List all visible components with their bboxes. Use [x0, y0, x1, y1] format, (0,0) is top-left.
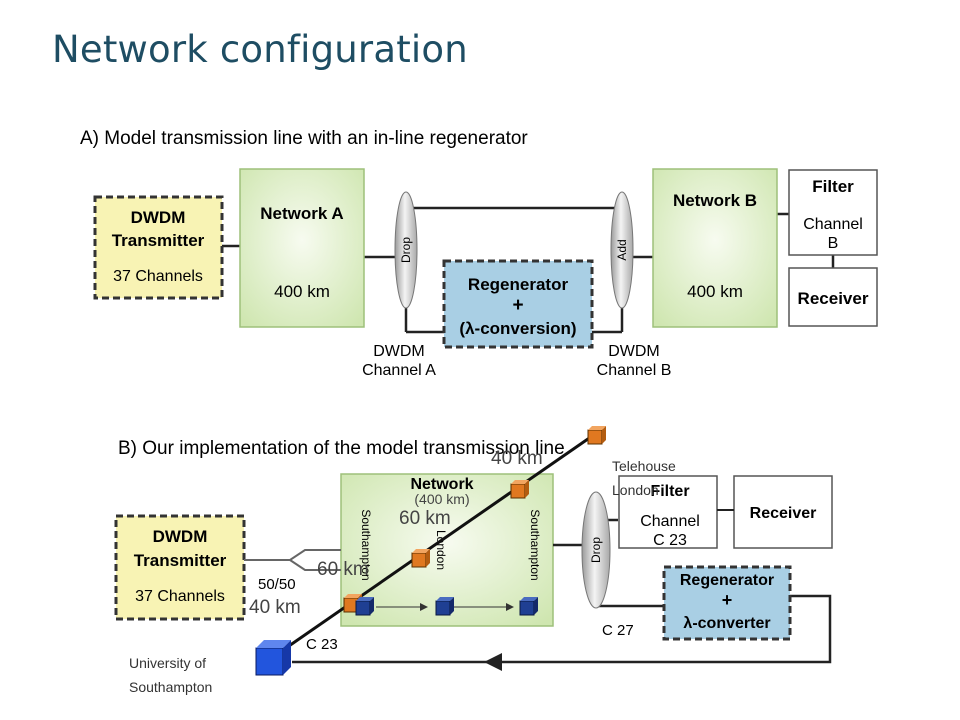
- university-line1: University of: [129, 655, 206, 671]
- part-b-receiver-label: Receiver: [750, 505, 817, 522]
- part-b-network-distance: (400 km): [414, 491, 469, 507]
- distance-40km-bottom: 40 km: [249, 597, 301, 618]
- part-b-filter-line2: Channel: [640, 513, 700, 530]
- part-b-heading: B) Our implementation of the model trans…: [118, 438, 565, 459]
- channel-a-line1: DWDM: [373, 343, 425, 360]
- nodes: [255, 426, 606, 676]
- part-b-regenerator-line2: +: [722, 590, 733, 610]
- part-a-filter-line2: Channel: [803, 216, 863, 233]
- part-b-filter-line1: Filter: [650, 483, 689, 500]
- part-a-regenerator-line1: Regenerator: [468, 275, 569, 294]
- part-b-network-name: Network: [410, 476, 473, 493]
- splitter-lines: [244, 549, 341, 571]
- channel-a-line2: Channel A: [362, 362, 436, 379]
- part-b-regenerator-line3: λ-converter: [683, 615, 770, 632]
- part-a-transmitter-line3: 37 Channels: [113, 268, 203, 285]
- part-a-transmitter-line1: DWDM: [131, 208, 186, 227]
- part-a-regenerator-line3: (λ-conversion): [459, 319, 576, 338]
- splitter-label: 50/50: [258, 576, 296, 593]
- channel-b-line2: Channel B: [597, 362, 672, 379]
- network-a-box: Network A 400 km: [239, 168, 365, 328]
- part-a-filter-line1: Filter: [812, 177, 854, 196]
- c23-label: C 23: [306, 636, 338, 653]
- part-a-add-label: Add: [615, 239, 629, 260]
- university-line2: Southampton: [129, 679, 212, 695]
- part-a-drop-coupler: Drop: [394, 191, 418, 309]
- distance-60km-low: 60 km: [317, 559, 369, 580]
- page-title: Network configuration: [52, 28, 468, 71]
- network-b-distance: 400 km: [687, 282, 743, 301]
- part-b-filter: Filter Channel C 23: [618, 475, 718, 549]
- node-orange-upper: [510, 480, 529, 499]
- distance-60km-mid: 60 km: [399, 508, 451, 529]
- part-b-drop-label: Drop: [589, 537, 603, 563]
- part-b-receiver: Receiver: [733, 475, 833, 549]
- node-navy-left: [355, 597, 374, 616]
- part-b-transmitter-line2: Transmitter: [134, 551, 227, 570]
- part-a-drop-label: Drop: [399, 237, 413, 263]
- distance-40km-top: 40 km: [491, 448, 543, 469]
- network-a-name: Network A: [260, 204, 343, 223]
- part-b-regenerator: Regenerator + λ-converter: [662, 565, 792, 641]
- part-b-regenerator-line1: Regenerator: [680, 572, 774, 589]
- part-a-add-coupler: Add: [610, 191, 634, 309]
- part-a-regenerator: Regenerator + (λ-conversion): [442, 259, 594, 349]
- part-b-transmitter: DWDM Transmitter 37 Channels: [114, 514, 246, 621]
- part-a-filter: Filter Channel B: [788, 169, 878, 256]
- part-a-receiver: Receiver: [788, 267, 878, 327]
- part-b-transmitter-line3: 37 Channels: [135, 588, 225, 605]
- part-a-heading: A) Model transmission line with an in-li…: [80, 128, 528, 149]
- channel-b-line1: DWDM: [608, 343, 660, 360]
- telehouse-line1: Telehouse: [612, 458, 676, 474]
- network-b-name: Network B: [673, 191, 757, 210]
- fiber-diagonal: [285, 430, 599, 650]
- network-a-distance: 400 km: [274, 282, 330, 301]
- part-b-filter-line3: C 23: [653, 532, 687, 549]
- southampton-right-label: Southampton: [528, 509, 542, 580]
- part-a-transmitter: DWDM Transmitter 37 Channels: [93, 195, 224, 300]
- part-a-regenerator-line2: +: [512, 295, 523, 316]
- part-b-transmitter-line1: DWDM: [153, 527, 208, 546]
- node-navy-middle: [435, 597, 454, 616]
- node-navy-right: [519, 597, 538, 616]
- node-orange-middle: [411, 549, 430, 568]
- network-b-box: Network B 400 km: [652, 168, 778, 328]
- c27-label: C 27: [602, 622, 634, 639]
- part-a-transmitter-line2: Transmitter: [112, 231, 205, 250]
- telehouse-line2: London: [612, 482, 659, 498]
- node-telehouse: [587, 426, 606, 445]
- part-b-drop-coupler: Drop: [581, 491, 611, 609]
- part-a-filter-line3: B: [828, 235, 839, 252]
- part-a-receiver-label: Receiver: [798, 289, 869, 308]
- node-university: [255, 640, 291, 676]
- southampton-left-label: Southampton: [359, 509, 373, 580]
